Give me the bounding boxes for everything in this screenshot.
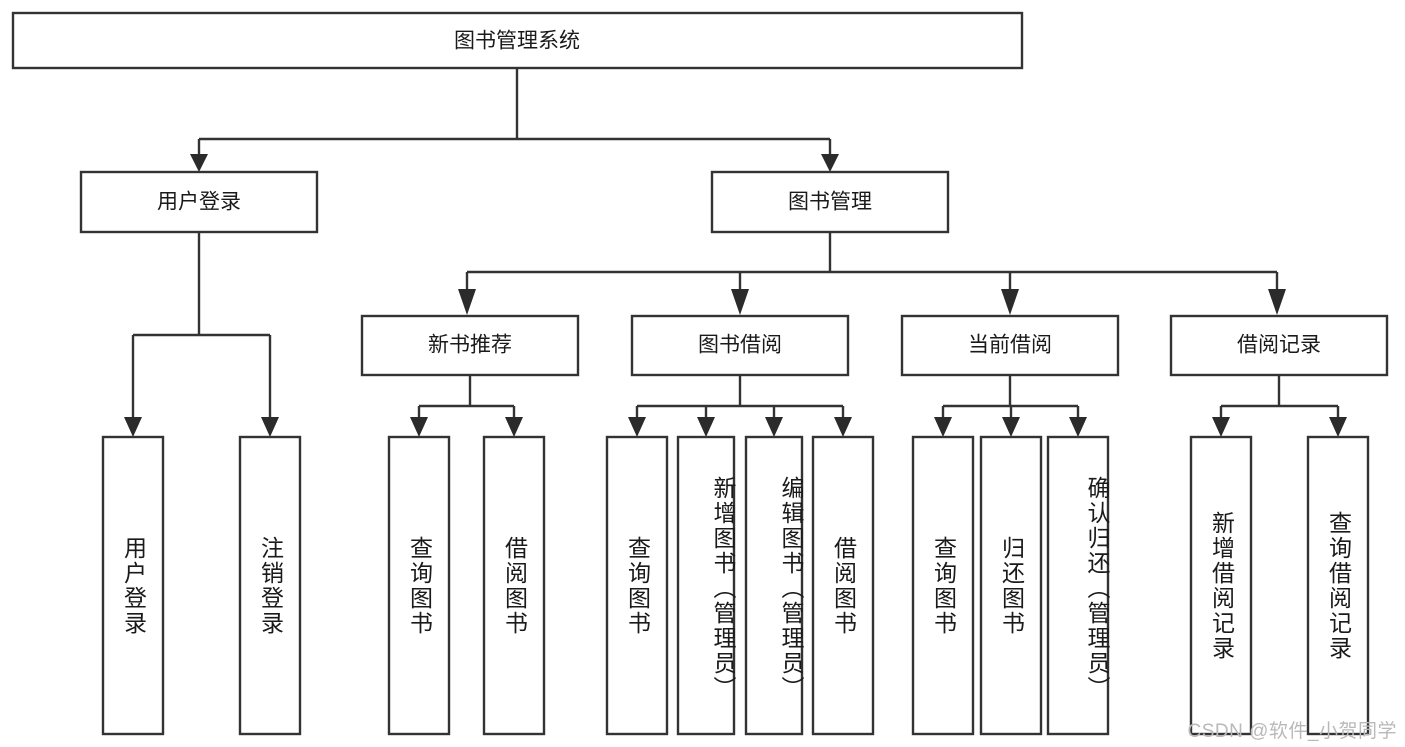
node-box-root[interactable] — [11, 11, 1024, 70]
leaf-box-query-book-3[interactable] — [911, 435, 975, 736]
node-book-borrow[interactable]: 图书借阅 — [630, 314, 850, 377]
leaf-box-user-login[interactable] — [101, 435, 165, 736]
node-box-book-management[interactable] — [710, 170, 950, 234]
csdn-watermark: CSDN @软件_小贺同学 — [1187, 721, 1397, 742]
arrow-head-icon — [934, 417, 952, 437]
node-label-book-borrow: 图书借阅 — [698, 334, 782, 357]
node-new-book-recommend[interactable]: 新书推荐 — [360, 314, 580, 377]
arrow-head-icon — [765, 417, 783, 437]
arrow-head-icon — [1268, 289, 1286, 315]
node-label-book-management: 图书管理 — [788, 191, 872, 214]
arrow-head-icon — [834, 417, 852, 437]
leaf-box-return-book[interactable] — [979, 435, 1043, 736]
node-book-management-system[interactable]: 图书管理系统 — [11, 11, 1024, 70]
leaf-box-borrow-book-1[interactable] — [482, 435, 546, 736]
arrow-head-icon — [821, 154, 839, 172]
arrow-head-icon — [1001, 289, 1019, 315]
arrow-head-icon — [458, 289, 476, 315]
arrow-head-icon — [1002, 417, 1020, 437]
arrow-head-icon — [410, 417, 428, 437]
leaf-box-add-borrow-record[interactable] — [1189, 435, 1253, 736]
node-label-current-borrow: 当前借阅 — [968, 334, 1052, 357]
leaf-box-borrow-book-2[interactable] — [811, 435, 875, 736]
leaf-box-confirm-return[interactable] — [1046, 435, 1110, 736]
arrow-head-icon — [628, 417, 646, 437]
arrow-head-icon — [261, 417, 279, 437]
node-box-current-borrow[interactable] — [900, 314, 1120, 377]
leaf-box-logout-login[interactable] — [238, 435, 302, 736]
node-borrow-record[interactable]: 借阅记录 — [1169, 314, 1389, 377]
node-box-new-book-recommend[interactable] — [360, 314, 580, 377]
arrow-head-icon — [1069, 417, 1087, 437]
leaf-box-query-borrow-record[interactable] — [1306, 435, 1370, 736]
arrow-head-icon — [505, 417, 523, 437]
node-current-borrow[interactable]: 当前借阅 — [900, 314, 1120, 377]
arrow-head-icon — [731, 289, 749, 315]
leaf-box-add-book[interactable] — [676, 435, 736, 736]
leaf-box-query-book-2[interactable] — [605, 435, 669, 736]
node-label-user-login: 用户登录 — [157, 191, 241, 214]
arrow-head-icon — [1212, 417, 1230, 437]
arrow-head-icon — [124, 417, 142, 437]
node-box-borrow-record[interactable] — [1169, 314, 1389, 377]
node-user-login[interactable]: 用户登录 — [79, 170, 319, 234]
leaf-box-query-book-1[interactable] — [387, 435, 451, 736]
node-label-root: 图书管理系统 — [454, 30, 580, 53]
node-label-borrow-record: 借阅记录 — [1237, 334, 1321, 357]
node-book-management[interactable]: 图书管理 — [710, 170, 950, 234]
node-box-book-borrow[interactable] — [630, 314, 850, 377]
leaf-box-edit-book[interactable] — [744, 435, 804, 736]
arrow-head-icon — [190, 154, 208, 172]
node-label-new-book-recommend: 新书推荐 — [428, 334, 512, 357]
arrow-head-icon — [697, 417, 715, 437]
arrow-head-icon — [1329, 417, 1347, 437]
